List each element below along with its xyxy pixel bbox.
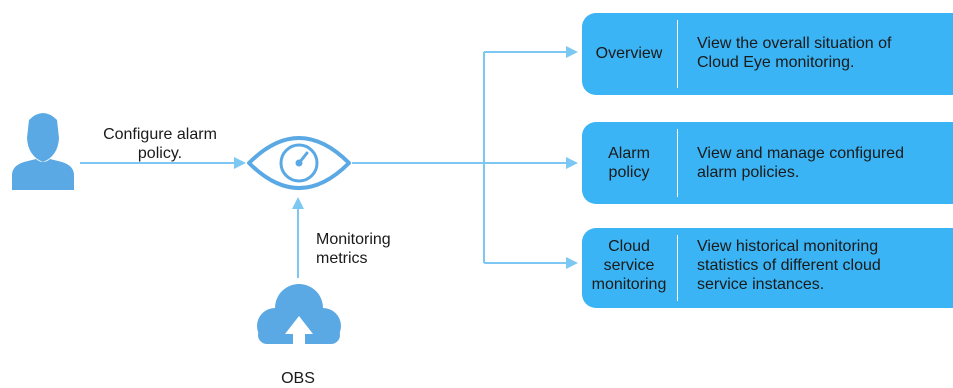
overview-card-description: View the overall situation of Cloud Eye … (697, 35, 892, 71)
alarm-policy-card-name: Alarm policy (608, 145, 650, 181)
card-divider (677, 20, 678, 88)
arrowhead-cloud (566, 257, 578, 269)
cloud-service-monitoring-card: Cloud service monitoring View historical… (582, 228, 953, 308)
cloud-service-monitoring-card-name: Cloud service monitoring (591, 238, 667, 293)
alarm-policy-card-description: View and manage configured alarm policie… (697, 145, 904, 181)
arrowhead-overview (566, 46, 578, 58)
obs-cloud-upload-icon (257, 284, 341, 360)
card-divider (677, 235, 678, 301)
configure-alarm-label: Configure alarm policy. (103, 126, 217, 162)
arrowhead-eye-bottom (292, 197, 304, 209)
alarm-policy-card: Alarm policy View and manage configured … (582, 122, 953, 204)
cloud-eye-icon (247, 136, 351, 190)
overview-card-name: Overview (595, 45, 663, 62)
arrowhead-alarm (566, 157, 578, 169)
overview-card: Overview View the overall situation of C… (582, 13, 953, 95)
arrowhead-eye-left (234, 157, 246, 169)
monitoring-metrics-label: Monitoring metrics (316, 231, 391, 267)
card-divider (677, 129, 678, 197)
cloud-service-monitoring-card-description: View historical monitoring statistics of… (697, 238, 881, 293)
obs-label: OBS (281, 370, 315, 387)
user-icon (12, 113, 74, 190)
